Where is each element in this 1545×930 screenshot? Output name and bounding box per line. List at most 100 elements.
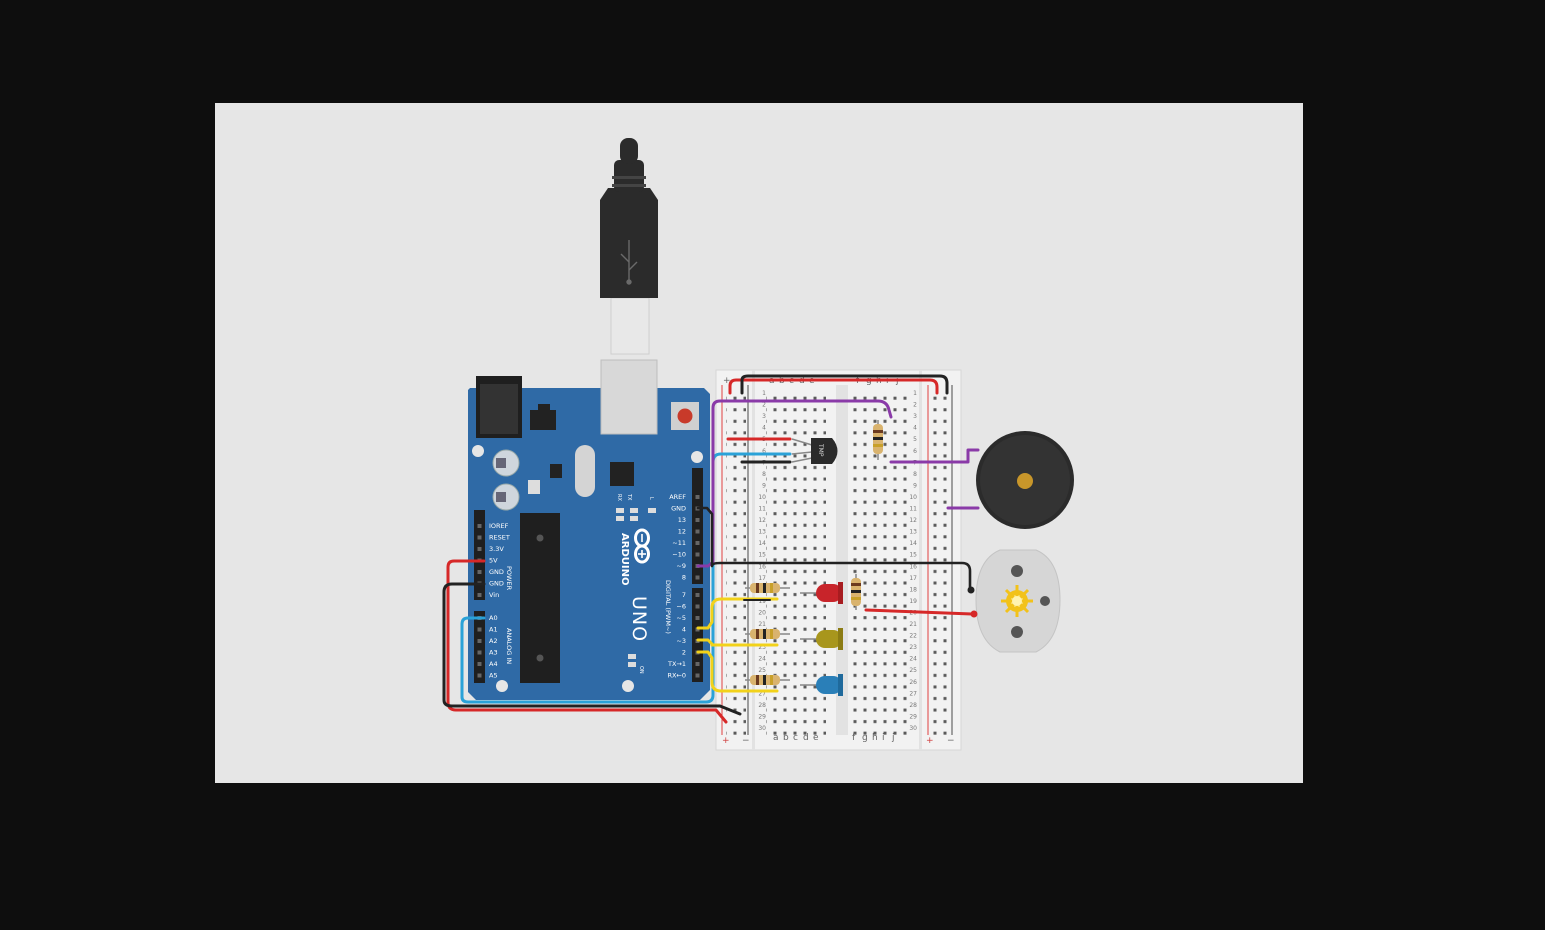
digital-pin[interactable]	[695, 541, 700, 545]
breadboard-row-label: 8	[762, 471, 766, 478]
resistor-led-red	[745, 583, 790, 593]
arduino-uno-board[interactable]: ARDUINO UNO TX RX L ON POWER ANALOG IN I…	[468, 359, 710, 700]
digital-pin[interactable]	[695, 529, 700, 534]
breadboard-row-label: 12	[909, 517, 917, 524]
breadboard-row-label: 4	[913, 425, 917, 432]
breadboard-row-label: 8	[913, 471, 917, 478]
resistors[interactable]	[745, 420, 883, 685]
breadboard-row-label: 29	[909, 713, 917, 720]
breadboard-row-label: 13	[909, 529, 917, 536]
rail-minus-bottom-left: −	[742, 736, 750, 746]
digital-pin[interactable]	[695, 604, 700, 609]
breadboard-row-label: 2	[913, 402, 917, 409]
breadboard-column-label: e	[813, 733, 819, 743]
digital-pin-label: GND	[671, 505, 686, 513]
digital-pin-label: ~5	[676, 614, 686, 622]
breadboard-row-label: 3	[762, 413, 766, 420]
temperature-sensor[interactable]: TMP	[791, 438, 838, 464]
breadboard-row-label: 16	[909, 563, 917, 570]
breadboard-row-label: 11	[909, 506, 917, 513]
breadboard-column-label: f	[852, 733, 856, 743]
arduino-model-label: UNO	[628, 596, 650, 642]
digital-pin-label: RX←0	[667, 672, 686, 680]
led-blue	[800, 674, 843, 696]
arduino-brand-label: ARDUINO	[619, 533, 630, 585]
breadboard-row-label: 21	[758, 621, 766, 628]
breadboard-column-label: d	[803, 733, 809, 743]
motor-gear-icon	[1001, 585, 1033, 617]
breadboard-column-label: c	[793, 733, 798, 743]
digital-pin[interactable]	[695, 593, 700, 597]
analog-pin[interactable]	[477, 673, 482, 678]
wire-yellow-pin2	[696, 650, 779, 693]
led-red	[800, 582, 843, 604]
digital-pin[interactable]	[695, 673, 700, 678]
analog-pin[interactable]	[477, 650, 482, 655]
power-pin[interactable]	[477, 593, 482, 597]
usb-cable[interactable]	[600, 138, 658, 355]
breadboard-row-label: 27	[909, 690, 917, 697]
power-pin[interactable]	[477, 524, 482, 528]
analog-pin-label: A4	[489, 660, 498, 668]
analog-pin[interactable]	[477, 639, 482, 643]
digital-pin[interactable]	[695, 662, 700, 666]
digital-pin-label: 8	[682, 574, 686, 582]
rx-label: RX	[616, 494, 622, 501]
breadboard-row-label: 27	[758, 690, 766, 697]
wire-red-motor	[864, 608, 974, 616]
digital-pin[interactable]	[695, 552, 700, 557]
analog-pin[interactable]	[477, 662, 482, 666]
resistor-led-yellow	[745, 629, 790, 639]
resistor-motor	[851, 574, 861, 610]
digital-pin[interactable]	[695, 575, 700, 580]
breadboard-row-label: 1	[762, 390, 766, 397]
breadboard-row-label: 15	[758, 552, 766, 559]
breadboard-row-label: 10	[758, 494, 766, 501]
analog-pin-label: A5	[489, 672, 498, 680]
digital-pin-label: ~11	[672, 539, 686, 547]
power-pin-label: Vin	[489, 591, 499, 599]
digital-pin-label: 7	[682, 591, 686, 599]
power-pin-label: GND	[489, 580, 504, 588]
breadboard-row-label: 17	[758, 575, 766, 582]
power-pin-label: RESET	[489, 534, 510, 542]
breadboard-row-label: 19	[909, 598, 917, 605]
wire-red-5v	[446, 559, 728, 724]
breadboard-row-label: 29	[758, 713, 766, 720]
analog-pin-label: A0	[489, 614, 498, 622]
digital-pin-label: 13	[678, 516, 686, 524]
digital-header-lower	[692, 588, 703, 682]
breadboard-row-label: 30	[758, 725, 766, 732]
dc-motor[interactable]	[967, 549, 1061, 653]
wires[interactable]	[442, 374, 980, 724]
digital-pin[interactable]	[695, 627, 700, 632]
digital-pin[interactable]	[695, 495, 700, 499]
digital-pin[interactable]	[695, 616, 700, 620]
wire-red-top-rail	[728, 378, 939, 395]
digital-header-upper	[692, 468, 703, 584]
digital-pin-label: 4	[682, 626, 686, 634]
power-pin[interactable]	[477, 570, 482, 574]
breadboard-row-label: 3	[913, 413, 917, 420]
wire-black-top-rail	[740, 374, 949, 395]
breadboard-row-label: 5	[913, 436, 917, 443]
analog-pin-label: A3	[489, 649, 498, 657]
breadboard-column-label: h	[872, 733, 878, 743]
breadboard-row-label: 23	[758, 644, 766, 651]
leds[interactable]	[800, 582, 843, 696]
power-pin[interactable]	[477, 535, 482, 540]
piezo-buzzer[interactable]	[976, 431, 1074, 529]
analog-pin[interactable]	[477, 627, 482, 632]
breadboard-row-label: 1	[913, 390, 917, 397]
breadboard-row-label: 24	[909, 656, 917, 663]
power-pin-label: 5V	[489, 557, 498, 565]
digital-pin[interactable]	[695, 518, 700, 522]
analog-pin-label: A2	[489, 637, 498, 645]
wire-yellow-pin4	[696, 638, 779, 647]
breadboard-row-label: 25	[758, 667, 766, 674]
breadboard-column-label: i	[882, 733, 885, 743]
breadboard-row-label: 15	[909, 552, 917, 559]
power-pin[interactable]	[477, 547, 482, 551]
